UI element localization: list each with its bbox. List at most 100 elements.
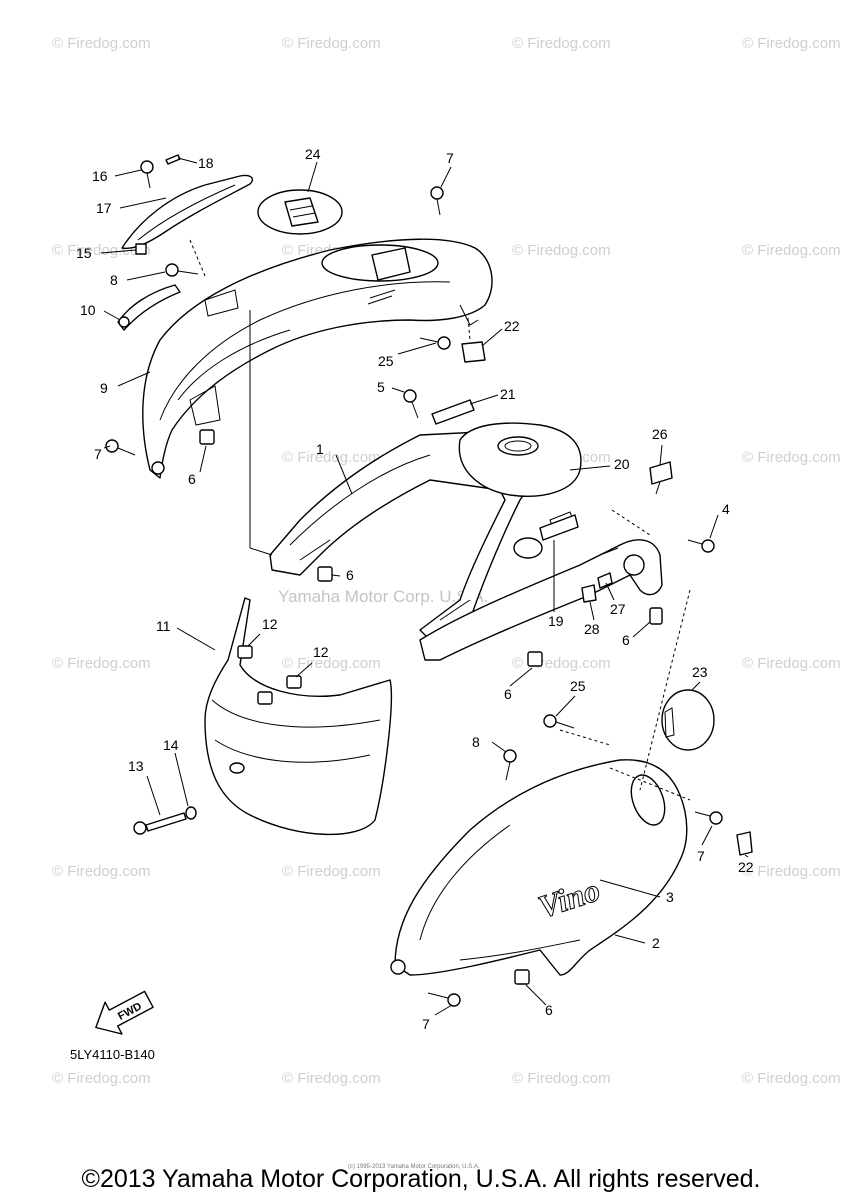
watermark: © Firedog.com [52, 35, 151, 52]
part-18-pin [165, 154, 181, 165]
part-12-nut [237, 645, 253, 659]
callout-22: 22 [738, 859, 754, 875]
watermark: © Firedog.com [282, 1070, 381, 1087]
callout-20: 20 [614, 456, 630, 472]
parts-drawing: Vino [105, 154, 753, 1007]
part-11-leg-shield [204, 597, 393, 836]
part-20-tank [458, 422, 582, 497]
callouts: 1 2 3 4 5 6 6 6 6 6 7 7 7 7 8 8 9 10 11 … [76, 146, 754, 1032]
part-13-bolt [133, 812, 187, 835]
callout-9: 9 [100, 380, 108, 396]
part-4-bolt [687, 539, 715, 553]
watermark: © Firedog.com [512, 655, 611, 672]
watermark: © Firedog.com [742, 655, 841, 672]
watermark: © Firedog.com [52, 863, 151, 880]
callout-25: 25 [378, 353, 394, 369]
callout-23: 23 [692, 664, 708, 680]
callout-24: 24 [305, 146, 321, 162]
part-24-connector [371, 247, 411, 281]
callout-7: 7 [422, 1016, 430, 1032]
part-8-screw [503, 749, 517, 781]
callout-6: 6 [188, 471, 196, 487]
callout-6: 6 [622, 632, 630, 648]
callout-1: 1 [316, 441, 324, 457]
part-8-screw [165, 263, 199, 277]
callout-7: 7 [446, 150, 454, 166]
callout-8: 8 [472, 734, 480, 750]
tiny-notice: (c) 1995-2013 Yamaha Motor Corporation, … [348, 1164, 480, 1170]
callout-18: 18 [198, 155, 214, 171]
part-14-washer [185, 806, 197, 820]
watermark: © Firedog.com [742, 449, 841, 466]
part-28-nut [581, 584, 597, 603]
watermark: © Firedog.com [742, 35, 841, 52]
callout-6: 6 [545, 1002, 553, 1018]
callout-8: 8 [110, 272, 118, 288]
watermark: © Firedog.com [282, 863, 381, 880]
callout-19: 19 [548, 613, 564, 629]
watermark: © Firedog.com [512, 1070, 611, 1087]
callout-5: 5 [377, 379, 385, 395]
part-10-emblem [117, 284, 181, 331]
callout-3: 3 [666, 889, 674, 905]
part-6-nut [649, 607, 663, 625]
callout-26: 26 [652, 426, 668, 442]
callout-7: 7 [697, 848, 705, 864]
callout-14: 14 [163, 737, 179, 753]
part-19-rear-stay [419, 539, 663, 661]
part-6-nut [317, 566, 333, 582]
watermark: © Firedog.com [52, 1070, 151, 1087]
watermark: © Firedog.com [282, 449, 381, 466]
fwd-arrow: FWD [95, 990, 154, 1035]
part-2-side-cover [394, 759, 688, 976]
callout-6: 6 [504, 686, 512, 702]
part-7-screw [427, 992, 461, 1007]
part-6-nut [514, 969, 530, 985]
callout-22: 22 [504, 318, 520, 334]
watermark: © Firedog.com [742, 863, 841, 880]
callout-27: 27 [610, 601, 626, 617]
watermark-center: Yamaha Motor Corp. U.S.A. [278, 587, 488, 606]
part-27-clip [597, 572, 613, 589]
watermark-layer: © Firedog.com © Firedog.com © Firedog.co… [52, 35, 841, 1087]
callout-7: 7 [94, 446, 102, 462]
part-12-nut [286, 675, 302, 689]
watermark: © Firedog.com [282, 655, 381, 672]
leader-lines [100, 157, 749, 1016]
part-25-screw [543, 714, 575, 729]
callout-2: 2 [652, 935, 660, 951]
part-9-front-cover [142, 238, 493, 479]
callout-12: 12 [313, 644, 329, 660]
watermark: © Firedog.com [742, 1070, 841, 1087]
part-5-screw [403, 389, 419, 419]
callout-6: 6 [346, 567, 354, 583]
callout-17: 17 [96, 200, 112, 216]
callout-21: 21 [500, 386, 516, 402]
part-19-label [539, 514, 579, 541]
part-23-cap [661, 689, 715, 751]
copyright-footer: ©2013 Yamaha Motor Corporation, U.S.A. A… [82, 1165, 761, 1193]
part-21-label [431, 399, 475, 425]
watermark: © Firedog.com [512, 242, 611, 259]
callout-11: 11 [156, 618, 171, 634]
watermark: © Firedog.com [742, 242, 841, 259]
part-17-trim [121, 174, 254, 249]
part-6-nut [527, 651, 543, 667]
callout-28: 28 [584, 621, 600, 637]
callout-10: 10 [80, 302, 96, 318]
callout-13: 13 [128, 758, 144, 774]
part-15-grommet [135, 243, 147, 255]
part-22-clip [461, 341, 486, 363]
callout-12: 12 [262, 616, 278, 632]
watermark: © Firedog.com [512, 35, 611, 52]
part-26-grommet [649, 461, 673, 495]
part-6-nut [199, 429, 215, 445]
drawing-code: 5LY4110-B140 [70, 1047, 155, 1062]
part-7-screw [430, 186, 444, 216]
part-22-clip [736, 831, 753, 856]
watermark: © Firedog.com [52, 655, 151, 672]
part-16-screw [140, 160, 154, 174]
part-7-screw [105, 439, 136, 456]
part-1-frame [269, 429, 544, 641]
